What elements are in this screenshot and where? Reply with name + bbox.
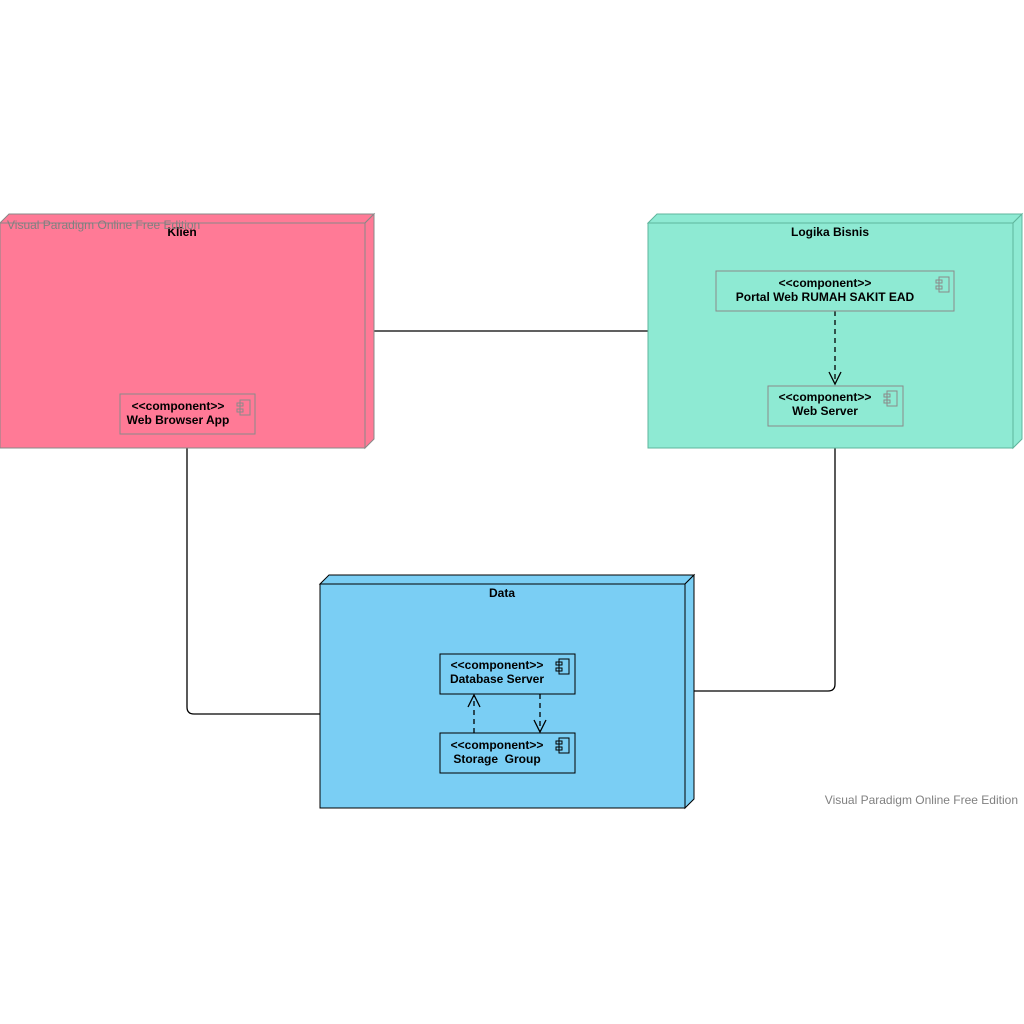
component-name: Portal Web RUMAH SAKIT EAD [736,290,915,304]
component-web-browser-app[interactable]: <<component>> Web Browser App [119,393,256,435]
component-stereotype: <<component>> [451,738,544,752]
node-klien-title: Klien [167,225,196,239]
component-name: Database Server [450,672,544,686]
component-stereotype: <<component>> [132,399,225,413]
component-icon [883,390,898,407]
component-icon [935,276,950,293]
component-stereotype: <<component>> [779,390,872,404]
watermark-bottom: Visual Paradigm Online Free Edition [825,793,1018,807]
component-name: Web Browser App [127,413,230,427]
component-portal-web[interactable]: <<component>> Portal Web RUMAH SAKIT EAD [715,270,955,312]
node-klien-side-face [364,212,375,450]
component-name: Storage Group [453,752,540,766]
component-database-server[interactable]: <<component>> Database Server [439,653,576,695]
watermark-top: Visual Paradigm Online Free Edition [7,218,200,232]
dependency-database-to-storage [533,694,547,734]
component-storage-group[interactable]: <<component>> Storage Group [439,732,576,774]
node-logika-top-face [646,213,1024,224]
node-data-body [319,583,686,809]
dependency-storage-to-database [467,693,481,733]
node-logika-title: Logika Bisnis [791,225,869,239]
node-data-side-face [684,573,695,810]
node-data-top-face [318,574,696,585]
node-logika-bisnis[interactable]: Logika Bisnis [646,212,1024,450]
component-icon [555,658,570,675]
node-data-title: Data [489,586,515,600]
component-stereotype: <<component>> [779,276,872,290]
node-logika-side-face [1012,212,1023,450]
component-icon [555,737,570,754]
component-web-server[interactable]: <<component>> Web Server [767,385,904,427]
component-icon [236,399,251,416]
connector-logika-data [694,448,836,692]
dependency-portal-to-webserver [828,311,842,386]
connector-klien-data [186,448,320,715]
component-stereotype: <<component>> [451,658,544,672]
component-name: Web Server [792,404,858,418]
